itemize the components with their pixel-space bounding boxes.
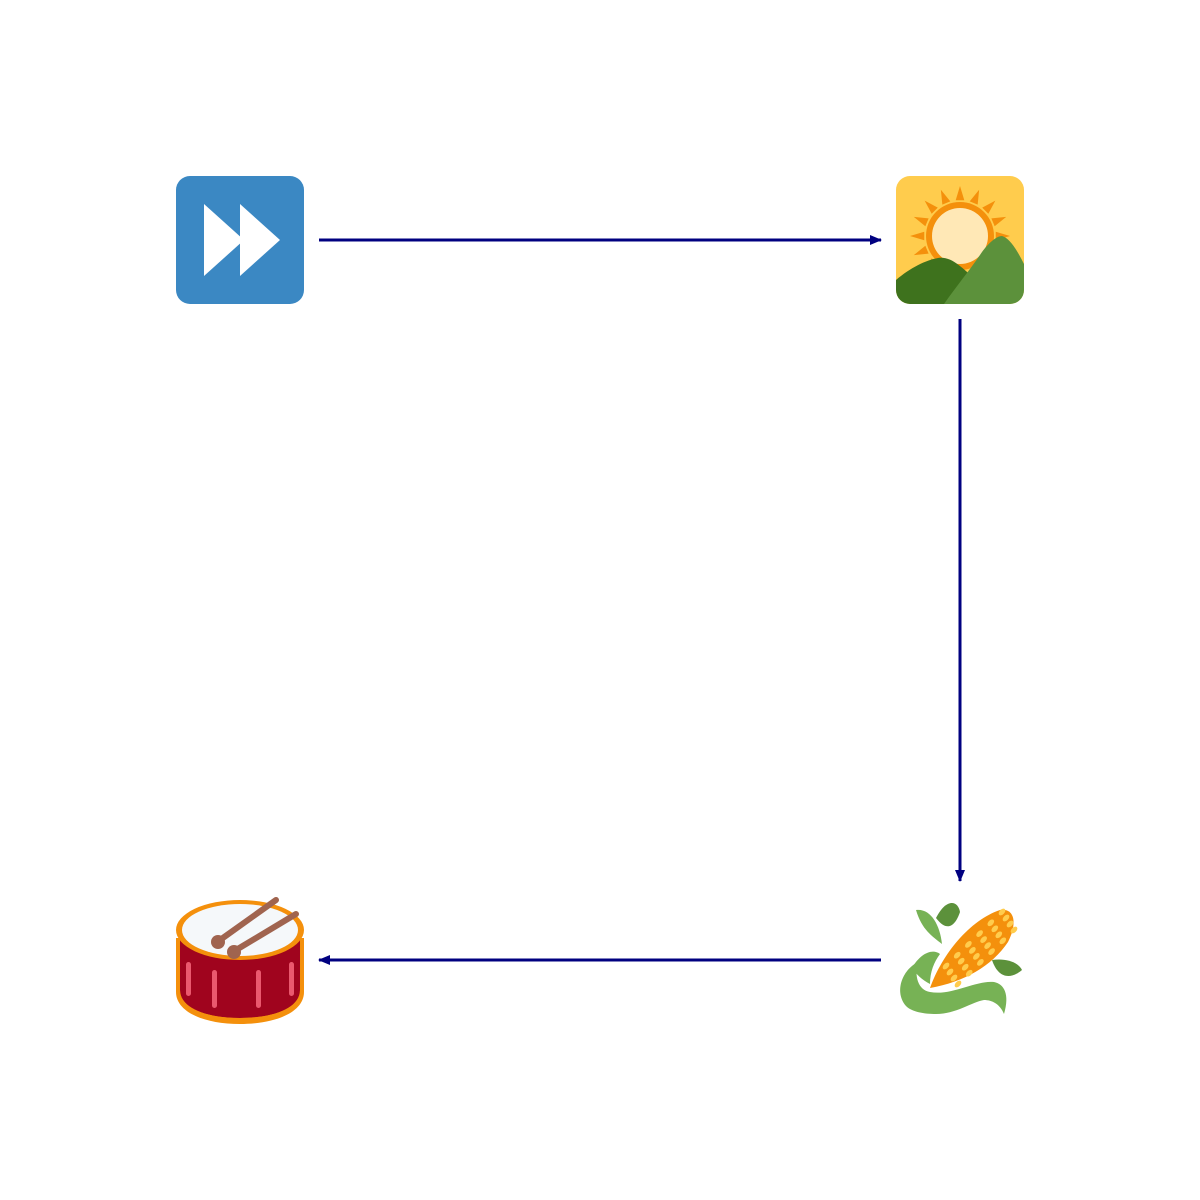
corn-kernel (961, 963, 969, 971)
sun-ray (924, 200, 938, 214)
sun-ray (991, 216, 1007, 227)
sun-ray (913, 245, 929, 256)
sun-ray (982, 200, 996, 214)
corn-kernel (1002, 914, 1010, 922)
node-fast-forward[interactable] (176, 176, 304, 304)
corn-kernel (995, 931, 1003, 939)
corn-kernel (999, 937, 1007, 945)
corn-kernel (942, 962, 950, 970)
corn-kernel (987, 919, 995, 927)
corn-kernel (1006, 920, 1014, 928)
drum-with-drumsticks-icon (176, 897, 304, 1024)
sun-ray (955, 186, 965, 201)
sun-ray (940, 189, 951, 205)
ear-of-corn-icon (900, 902, 1022, 1014)
node-corn[interactable] (900, 902, 1022, 1014)
corn-kernel (976, 930, 983, 937)
sun-ray (969, 189, 980, 205)
corn-kernel (969, 947, 976, 954)
sun-ray (913, 216, 929, 227)
corn-kernel (998, 908, 1006, 916)
corn-kernel (991, 925, 999, 933)
corn-kernel (953, 951, 961, 959)
node-sunrise[interactable] (896, 176, 1024, 304)
corn-kernel (988, 948, 995, 955)
corn-kernel (973, 953, 980, 960)
fast-forward-icon (176, 176, 304, 304)
corn-kernel (957, 957, 965, 965)
node-drum[interactable] (176, 897, 304, 1024)
corn-kernel (954, 980, 962, 988)
corn-kernel (980, 936, 987, 943)
corn-kernel (1010, 926, 1018, 934)
corn-kernel (950, 974, 958, 982)
corn-kernel (965, 941, 972, 948)
corn-kernel (946, 968, 954, 976)
corn-kernel (977, 959, 984, 966)
sunrise-over-mountains-icon (896, 176, 1024, 304)
sun-ray (910, 231, 925, 241)
corn-kernel (984, 942, 991, 949)
corn-kernel (965, 969, 973, 977)
